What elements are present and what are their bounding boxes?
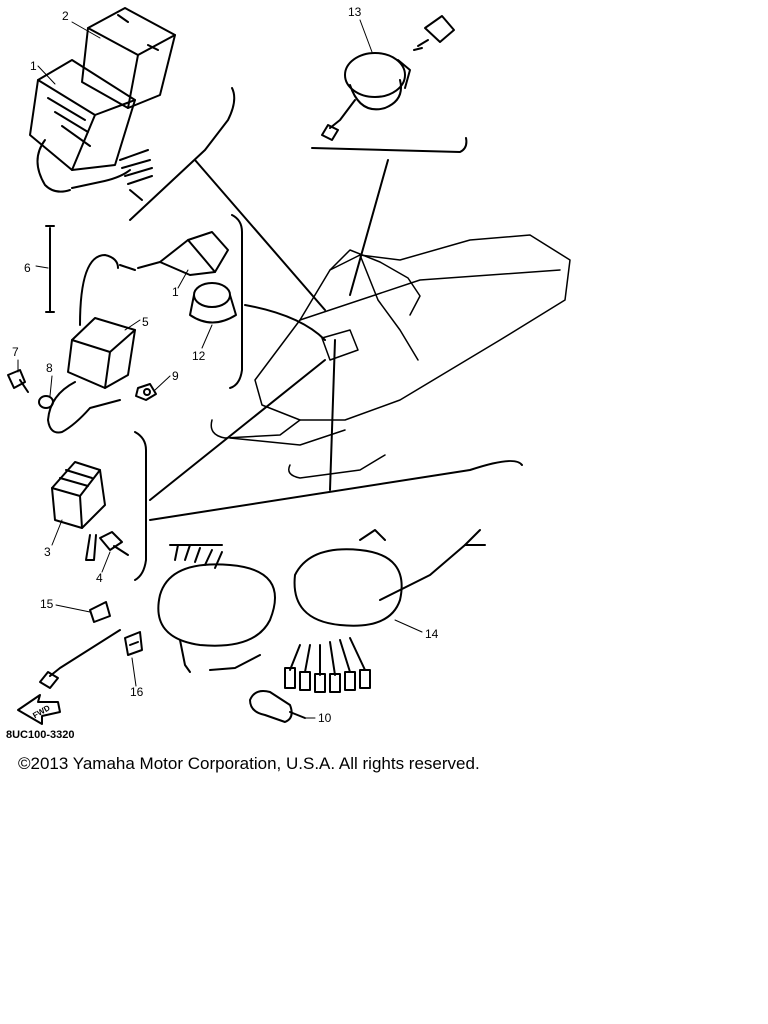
label-part-1: 1 (30, 59, 37, 73)
label-part-5: 5 (142, 315, 149, 329)
label-part-4: 4 (96, 571, 103, 585)
part-clamp-16 (124, 631, 143, 656)
label-part-9: 9 (172, 369, 179, 383)
part-screw-4 (99, 531, 129, 556)
label-part-8: 8 (46, 361, 53, 375)
leader-line-c (149, 359, 326, 501)
label-part-1b: 1 (172, 285, 179, 299)
label-part-7: 7 (12, 345, 19, 359)
group-bracket-lower-left (134, 431, 147, 581)
part-wire-harness (39, 460, 523, 693)
part-clamp-10 (249, 690, 306, 723)
part-sleeve-15 (89, 601, 111, 623)
part-regulator (51, 461, 106, 561)
label-part-2: 2 (62, 9, 69, 23)
label-part-12: 12 (192, 349, 206, 363)
label-part-16: 16 (130, 685, 144, 699)
diagram-code: 8UC100-3320 (6, 729, 75, 741)
part-bolt-7 (7, 369, 29, 393)
part-cap (189, 282, 237, 324)
parts-diagram: 2 1 13 6 1 5 12 7 8 9 3 4 15 14 16 10 FW… (7, 5, 571, 725)
group-bracket-top-right (311, 137, 468, 153)
part-main-switch (321, 15, 455, 141)
label-part-15: 15 (40, 597, 54, 611)
label-part-10: 10 (318, 711, 332, 725)
part-nut-9 (135, 383, 157, 401)
group-bracket-top-left (129, 87, 236, 221)
label-part-3: 3 (44, 545, 51, 559)
fwd-arrow-icon (17, 694, 61, 725)
copyright-text: ©2013 Yamaha Motor Corporation, U.S.A. A… (18, 754, 480, 773)
part-plug-cap (137, 231, 229, 276)
label-part-13: 13 (348, 5, 362, 19)
label-part-6: 6 (24, 261, 31, 275)
leader-line-e (244, 304, 326, 341)
part-ignition-coil (47, 254, 136, 434)
part-washer-8 (38, 395, 54, 409)
part-cdi-unit (29, 7, 176, 201)
group-bracket-middle (229, 214, 243, 389)
leader-line-b (349, 159, 389, 296)
snowmobile-outline (210, 234, 571, 479)
part-labels: 2 1 13 6 1 5 12 7 8 9 3 4 15 14 16 10 FW… (12, 5, 439, 725)
label-part-14: 14 (425, 627, 439, 641)
leader-line-a (194, 159, 326, 311)
leader-line-d (329, 339, 336, 491)
callout-leaders (17, 19, 423, 719)
